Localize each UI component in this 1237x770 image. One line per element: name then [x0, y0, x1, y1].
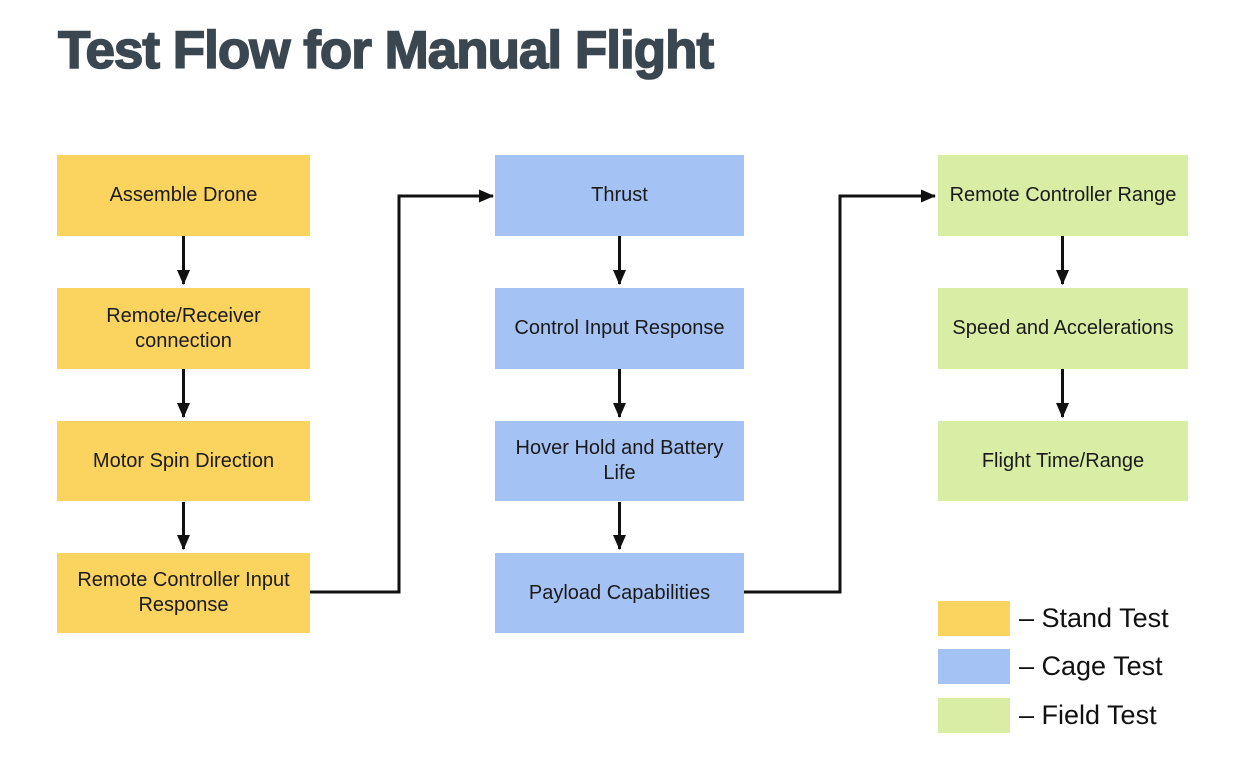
field-test-swatch [938, 698, 1010, 733]
arrow-payload-to-rc-range [744, 189, 936, 594]
node-remote-controller-input-response: Remote Controller Input Response [57, 553, 310, 633]
node-control-input-response: Control Input Response [495, 288, 744, 369]
node-flight-time-range: Flight Time/Range [938, 421, 1188, 501]
legend-label-cage-test: – Cage Test [1019, 651, 1163, 681]
arrow-rc-input-to-thrust [310, 189, 494, 594]
cage-test-swatch [938, 649, 1010, 684]
node-remote-controller-range: Remote Controller Range [938, 155, 1188, 236]
page-title: Test Flow for Manual Flight [57, 21, 715, 80]
legend-label-stand-test: – Stand Test [1019, 603, 1169, 633]
legend-item-field-test: – Field Test [938, 698, 1157, 733]
node-speed-and-accelerations: Speed and Accelerations [938, 288, 1188, 369]
legend-label-field-test: – Field Test [1019, 700, 1157, 730]
node-motor-spin-direction: Motor Spin Direction [57, 421, 310, 501]
node-thrust: Thrust [495, 155, 744, 236]
node-hover-hold-battery-life: Hover Hold and Battery Life [495, 421, 744, 501]
stand-test-swatch [938, 601, 1010, 636]
node-remote-receiver-connection: Remote/Receiver connection [57, 288, 310, 369]
node-assemble-drone: Assemble Drone [57, 155, 310, 236]
node-payload-capabilities: Payload Capabilities [495, 553, 744, 633]
legend-item-stand-test: – Stand Test [938, 601, 1169, 636]
legend-item-cage-test: – Cage Test [938, 649, 1163, 684]
